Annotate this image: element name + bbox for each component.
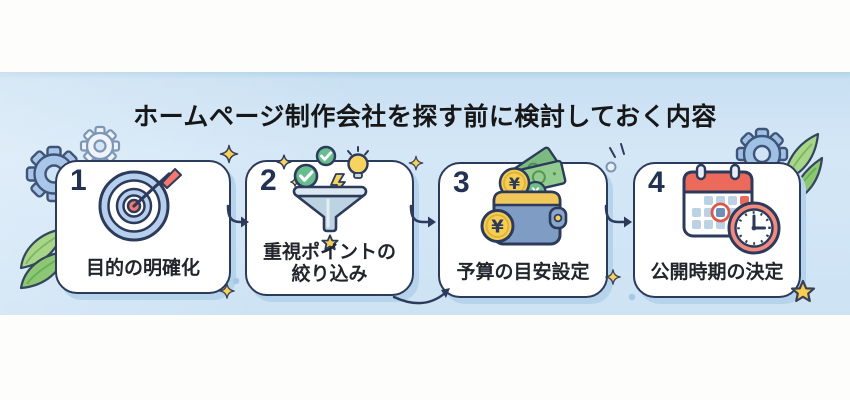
svg-text:¥: ¥	[509, 174, 520, 193]
funnel-icon	[276, 145, 369, 251]
step-label: 重視ポイントの 絞り込み	[262, 242, 396, 285]
step-number: 4	[648, 166, 665, 199]
step-label: 目的の明確化	[85, 258, 200, 279]
step-label: 予算の目安設定	[456, 262, 590, 283]
step-number: 2	[260, 164, 277, 197]
step-number: 1	[70, 164, 87, 197]
step-card-3: 3 ¥ ¥ ¥ 予算の目安設定	[438, 146, 608, 298]
page-title: ホームページ制作会社を探す前に検討しておく内容	[133, 103, 717, 131]
step-label: 公開時期の決定	[650, 262, 784, 283]
calendar-clock-icon	[682, 163, 781, 255]
step-number: 3	[453, 166, 470, 199]
target-icon	[98, 168, 182, 242]
svg-text:¥: ¥	[491, 217, 504, 238]
step-card-2: 2 重視ポイントの 絞り込み	[245, 145, 414, 296]
step-card-4: 4	[633, 162, 801, 298]
step-card-1: 1 目的の明確化	[55, 160, 231, 294]
wallet-icon: ¥ ¥ ¥	[480, 146, 568, 246]
